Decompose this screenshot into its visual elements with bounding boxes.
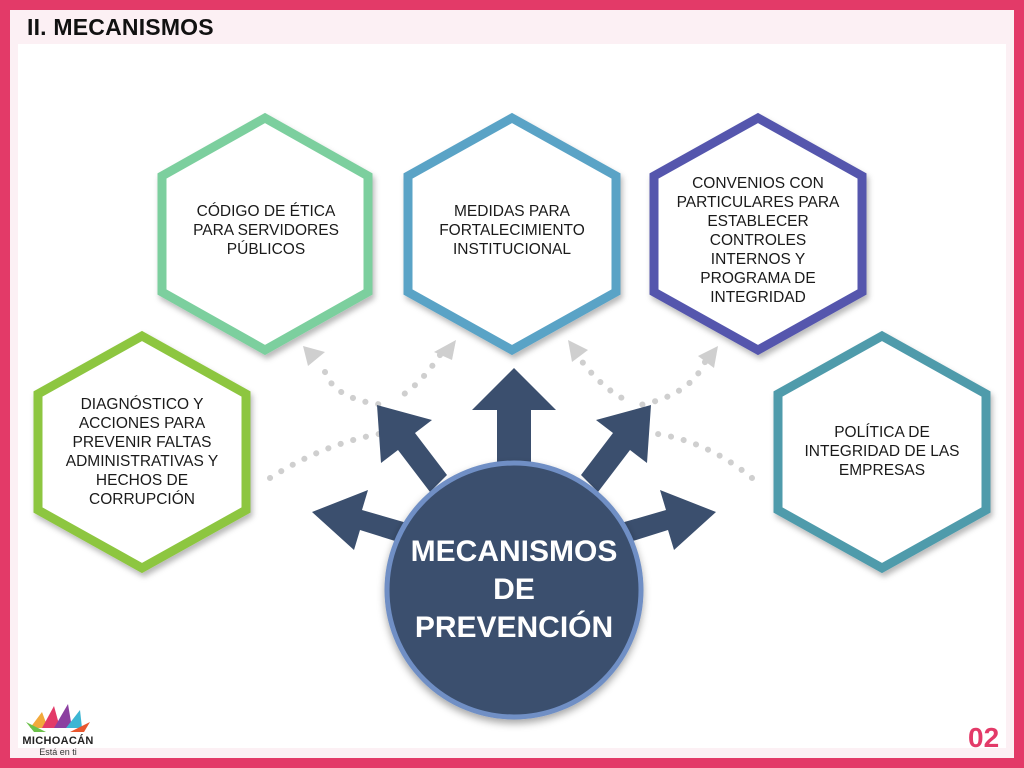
arrow-right	[614, 490, 716, 550]
radiating-arrows	[312, 368, 716, 550]
dotted-connectors	[267, 349, 755, 481]
arrow-up-right	[581, 405, 651, 492]
mechanism-label-codigo: CÓDIGO DE ÉTICA PARA SERVIDORES PÚBLICOS	[193, 202, 339, 258]
connector-politica	[635, 429, 755, 481]
arrow-up-left	[377, 405, 447, 492]
connector-diagnostico	[267, 429, 395, 481]
michoacan-logo-icon	[26, 704, 90, 732]
mechanism-label-diagnostico: DIAGNÓSTICO Y ACCIONES PARA PREVENIR FAL…	[65, 396, 219, 508]
slide-title: II. MECANISMOS	[27, 14, 214, 40]
connector-medidas	[395, 352, 443, 401]
logo-tagline: Está en ti	[39, 747, 77, 757]
arrowhead-convenios	[568, 340, 588, 362]
hex-codigo	[157, 112, 373, 356]
logo-name: MICHOACÁN	[22, 735, 94, 747]
center-label: MECANISMOS DE PREVENCIÓN	[394, 528, 634, 652]
center-label-line3: PREVENCIÓN	[414, 611, 614, 644]
arrowhead-codigo	[303, 346, 325, 366]
mechanism-label-medidas: MEDIDAS PARA FORTALECIMIENTO INSTITUCION…	[439, 202, 585, 258]
arrowhead-convenios-2	[698, 346, 718, 368]
connector-convenios-2	[637, 359, 708, 408]
page-number: 02	[968, 722, 1000, 753]
hexagons	[33, 112, 991, 574]
center-circle	[384, 460, 644, 720]
center-label-line1: MECANISMOS	[410, 535, 618, 568]
mechanism-label-politica: POLÍTICA DE INTEGRIDAD DE LAS EMPRESAS	[804, 423, 960, 479]
arrowhead-medidas	[434, 340, 456, 360]
hex-medidas	[403, 112, 621, 356]
arrow-left	[312, 490, 414, 550]
connector-arrowheads	[303, 340, 718, 368]
hex-politica	[773, 330, 991, 574]
mechanism-label-convenios: CONVENIOS CON PARTICULARES PARA ESTABLEC…	[676, 174, 840, 306]
connector-codigo	[322, 369, 388, 408]
hex-convenios	[649, 112, 867, 356]
hex-diagnostico	[33, 330, 251, 574]
center-label-line2: DE	[493, 573, 535, 606]
arrow-up	[472, 368, 556, 470]
connector-convenios	[572, 349, 625, 401]
